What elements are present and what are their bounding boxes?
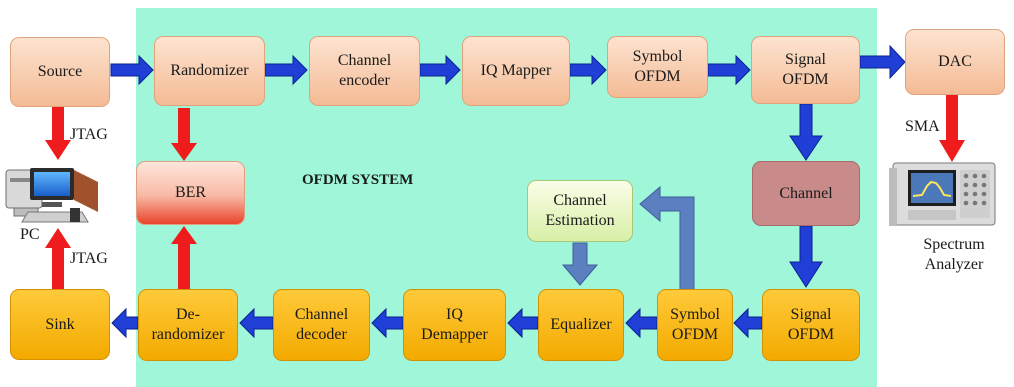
arrow-source-to-pc bbox=[45, 107, 71, 160]
source-block: Source bbox=[10, 37, 110, 107]
jtag-label-top: JTAG bbox=[70, 126, 108, 143]
arrow-dac-to-analyzer bbox=[939, 95, 965, 162]
pc-label: PC bbox=[20, 226, 40, 243]
arrow-estimation-to-equalizer bbox=[561, 242, 599, 286]
symbol-ofdm-tx-block: Symbol OFDM bbox=[607, 36, 708, 98]
arrow-derandomizer-to-ber bbox=[171, 226, 197, 289]
arrow-randomizer-to-ber bbox=[171, 108, 197, 161]
arrow-symbol-to-estimation bbox=[639, 185, 695, 293]
arrow-demapper-to-decoder bbox=[371, 307, 404, 339]
arrow-symbol-to-equalizer bbox=[625, 307, 658, 339]
channel-block: Channel bbox=[752, 161, 860, 226]
arrow-signal-to-dac bbox=[859, 44, 906, 80]
sma-label: SMA bbox=[905, 118, 940, 135]
arrow-randomizer-to-encoder bbox=[264, 54, 308, 86]
arrow-derandomizer-to-sink bbox=[111, 307, 139, 339]
equalizer-block: Equalizer bbox=[538, 289, 624, 361]
arrow-sink-to-pc bbox=[45, 228, 71, 289]
channel-encoder-block: Channel encoder bbox=[309, 36, 420, 106]
symbol-ofdm-rx-block: Symbol OFDM bbox=[657, 289, 733, 361]
arrow-decoder-to-derandomizer bbox=[239, 307, 274, 339]
pc-icon bbox=[5, 168, 98, 223]
spectrum-analyzer-icon bbox=[889, 162, 996, 226]
dac-block: DAC bbox=[905, 29, 1005, 95]
iq-demapper-block: IQ Demapper bbox=[403, 289, 506, 361]
jtag-label-bottom: JTAG bbox=[70, 250, 108, 267]
randomizer-block: Randomizer bbox=[154, 36, 265, 106]
iq-mapper-block: IQ Mapper bbox=[462, 36, 570, 106]
signal-ofdm-tx-block: Signal OFDM bbox=[751, 36, 860, 104]
arrow-mapper-to-symbol bbox=[569, 54, 607, 86]
derandomizer-block: De- randomizer bbox=[138, 289, 238, 361]
arrow-signal-to-symbol-rx bbox=[733, 307, 763, 339]
arrow-channel-to-signal-rx bbox=[789, 225, 823, 288]
system-title: OFDM SYSTEM bbox=[302, 172, 414, 188]
spectrum-analyzer-label: Spectrum Analyzer bbox=[923, 236, 985, 273]
sink-block: Sink bbox=[10, 289, 110, 360]
arrow-symbol-to-signal bbox=[707, 54, 751, 86]
arrow-signal-to-channel bbox=[789, 103, 823, 161]
channel-estimation-block: Channel Estimation bbox=[527, 180, 633, 242]
arrow-encoder-to-mapper bbox=[419, 54, 461, 86]
signal-ofdm-rx-block: Signal OFDM bbox=[762, 289, 860, 361]
ber-block: BER bbox=[136, 161, 245, 225]
arrow-equalizer-to-demapper bbox=[507, 307, 539, 339]
channel-decoder-block: Channel decoder bbox=[273, 289, 370, 361]
arrow-source-to-randomizer bbox=[110, 54, 154, 86]
